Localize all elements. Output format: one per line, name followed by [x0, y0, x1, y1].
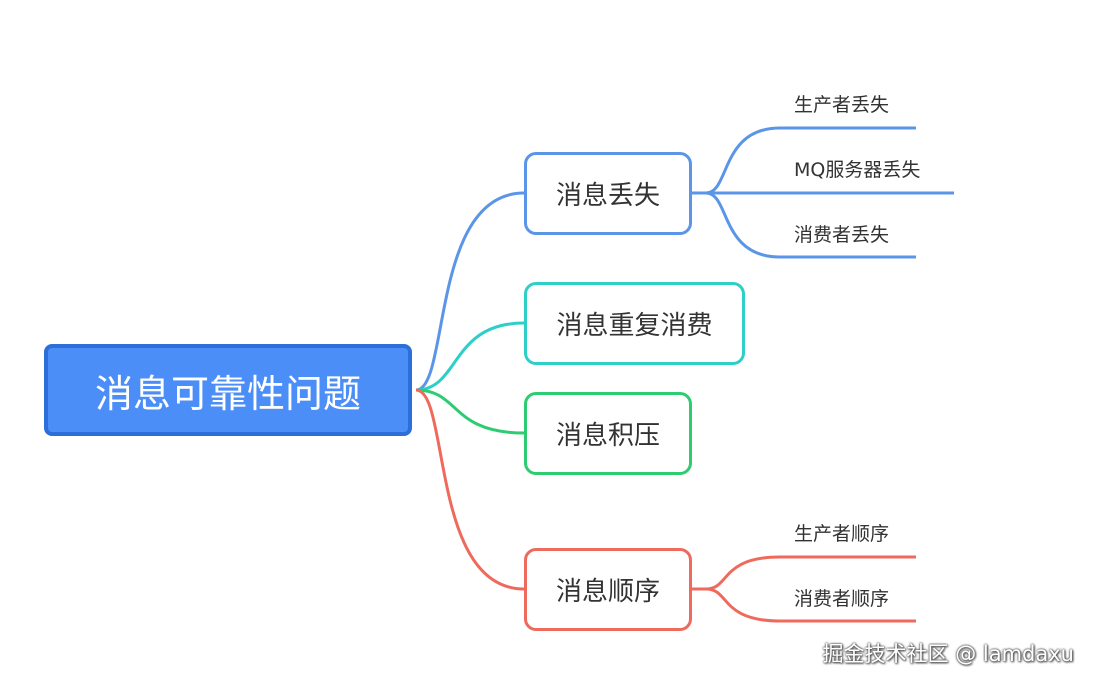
- leaf-producer-loss[interactable]: 生产者丢失: [794, 94, 890, 116]
- root-topic-node[interactable]: 消息可靠性问题: [44, 344, 412, 436]
- connector-root-to-duplicate-consumption: [415, 321, 525, 392]
- connector-root-to-message-backlog: [415, 388, 525, 435]
- root-topic-label: 消息可靠性问题: [94, 371, 361, 416]
- branch-label-message-order: 消息顺序: [555, 577, 660, 607]
- branch-node-message-order[interactable]: 消息顺序: [524, 548, 692, 631]
- leaf-consumer-loss[interactable]: 消费者丢失: [794, 224, 890, 246]
- branch-node-duplicate-consumption[interactable]: 消息重复消费: [524, 282, 745, 365]
- watermark-text: 掘金技术社区 @ lamdaxu: [822, 642, 1074, 666]
- branch-node-message-loss[interactable]: 消息丢失: [524, 152, 692, 235]
- branch-label-message-loss: 消息丢失: [555, 181, 660, 211]
- connector-loss-to-consumer: [705, 191, 916, 259]
- leaf-mq-server-loss[interactable]: MQ服务器丢失: [794, 159, 921, 181]
- connector-root-to-message-order: [415, 388, 525, 591]
- connector-order-to-consumer: [705, 587, 916, 623]
- branch-label-duplicate-consumption: 消息重复消费: [556, 311, 713, 341]
- branch-label-message-backlog: 消息积压: [555, 421, 660, 451]
- leaf-producer-order[interactable]: 生产者顺序: [794, 523, 890, 545]
- connector-root-to-message-loss: [415, 191, 525, 392]
- leaf-consumer-order[interactable]: 消费者顺序: [794, 588, 890, 610]
- branch-node-message-backlog[interactable]: 消息积压: [524, 392, 692, 475]
